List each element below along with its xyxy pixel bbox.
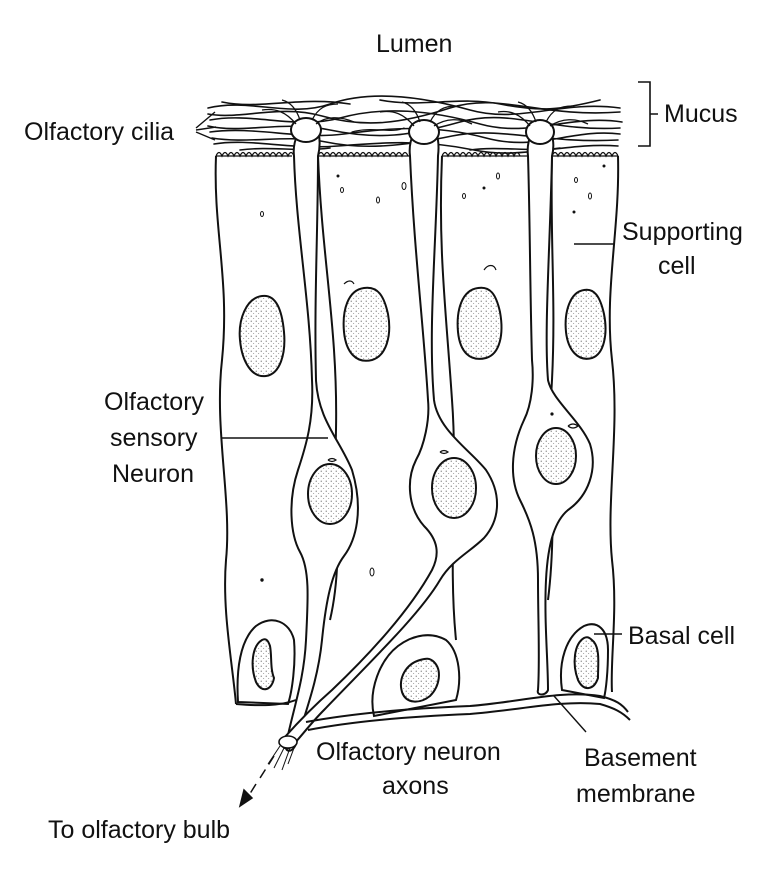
basal-cells — [236, 619, 610, 718]
label-sensory-neuron-3: Neuron — [112, 460, 194, 488]
label-mucus: Mucus — [664, 100, 738, 128]
cilia-pointer — [195, 111, 217, 141]
label-basal-cell: Basal cell — [628, 622, 735, 650]
olfactory-cilia — [261, 99, 589, 127]
sensory-neurons — [280, 118, 594, 752]
apical-granules — [260, 164, 606, 582]
label-axons-1: Olfactory neuron — [316, 738, 501, 766]
basement-pointer — [553, 695, 587, 733]
label-sensory-neuron-2: sensory — [110, 424, 198, 452]
basement-membrane — [235, 693, 631, 731]
neuron-granules — [327, 264, 579, 463]
supporting-cell-nuclei — [238, 286, 607, 378]
label-supporting-cell-1: Supporting — [622, 218, 743, 246]
to-bulb-arrow — [238, 755, 275, 808]
label-basement-1: Basement — [584, 744, 697, 772]
microvilli — [215, 151, 619, 158]
axon-bundle — [267, 735, 298, 771]
label-lumen: Lumen — [376, 30, 452, 58]
pointer-lines — [222, 243, 622, 733]
label-basement-2: membrane — [576, 780, 696, 808]
label-supporting-cell-2: cell — [658, 252, 696, 280]
mucus-bracket — [638, 81, 658, 147]
cilia-knobs — [290, 117, 555, 145]
label-sensory-neuron-1: Olfactory — [104, 388, 205, 416]
label-olfactory-cilia: Olfactory cilia — [24, 118, 174, 146]
label-axons-2: axons — [382, 772, 449, 800]
label-to-olfactory-bulb: To olfactory bulb — [48, 816, 230, 844]
